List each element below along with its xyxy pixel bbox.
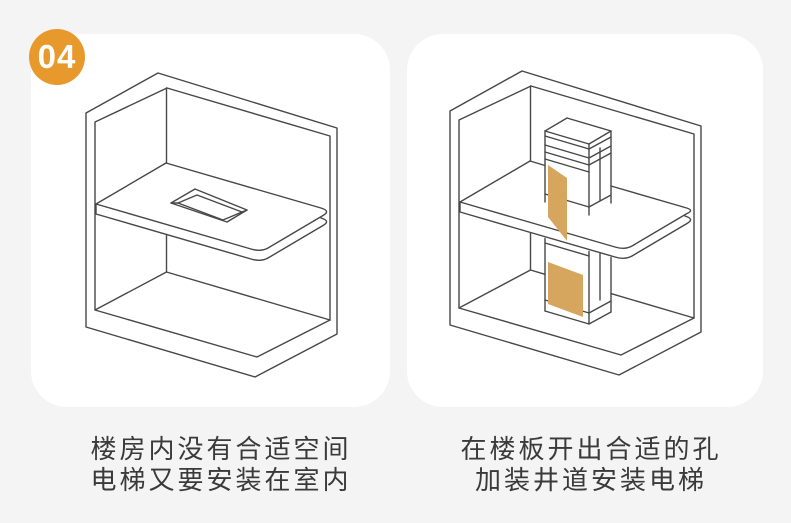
door-header-line-3 (544, 158, 590, 173)
room-inner-edge (458, 85, 695, 356)
shaft-collar-under-slab (544, 242, 590, 257)
room-inner-edge (94, 87, 331, 358)
door-header-line-2 (544, 151, 612, 166)
room-outline (85, 72, 338, 378)
room-with-shaft-illustration (449, 70, 702, 376)
room-outer-edge (449, 70, 702, 376)
floor-slab-with-opening (95, 162, 328, 261)
panel-room-with-shaft (407, 34, 763, 407)
slab-thickness-edge (95, 203, 328, 261)
slab-opening-outer (170, 188, 248, 223)
floor-slab-with-shaft-hole (459, 160, 692, 259)
slab-top-face (459, 160, 692, 249)
caption-line: 电梯又要安装在室内 (90, 465, 352, 495)
floor-back-edge-right (610, 292, 695, 319)
floor-back-edges (94, 271, 331, 321)
open-door-panel-icon (548, 165, 567, 241)
shaft-top-face (544, 117, 612, 145)
slab-opening-inner (177, 194, 243, 221)
caption-room-without-shaft: 楼房内没有合适空间 电梯又要安装在室内 (31, 434, 390, 496)
slab-thickness-edge (459, 201, 692, 259)
step-number-badge: 04 (29, 29, 85, 85)
caption-room-with-shaft: 在楼板开出合适的孔 加装井道安装电梯 (407, 434, 763, 496)
step-number-label: 04 (37, 38, 77, 75)
panel-room-without-shaft (31, 34, 390, 407)
elevator-shaft-upper (544, 117, 612, 241)
slab-top-face (95, 162, 328, 251)
elevator-shaft-lower (544, 237, 612, 325)
caption-line: 加装井道安装电梯 (474, 465, 707, 495)
door-opening-panel-icon (548, 262, 583, 317)
shaft-top-rim-line (544, 135, 612, 150)
floor-back-edge-left (458, 269, 546, 309)
caption-line: 在楼板开出合适的孔 (460, 434, 722, 464)
caption-line: 楼房内没有合适空间 (90, 434, 352, 464)
room-outline (449, 70, 702, 376)
shaft-bottom-edges (544, 310, 612, 325)
room-without-shaft-illustration (85, 72, 338, 378)
door-header-line-1 (544, 144, 612, 159)
slab-opening-rim-right (241, 209, 248, 213)
room-outer-edge (85, 72, 338, 378)
